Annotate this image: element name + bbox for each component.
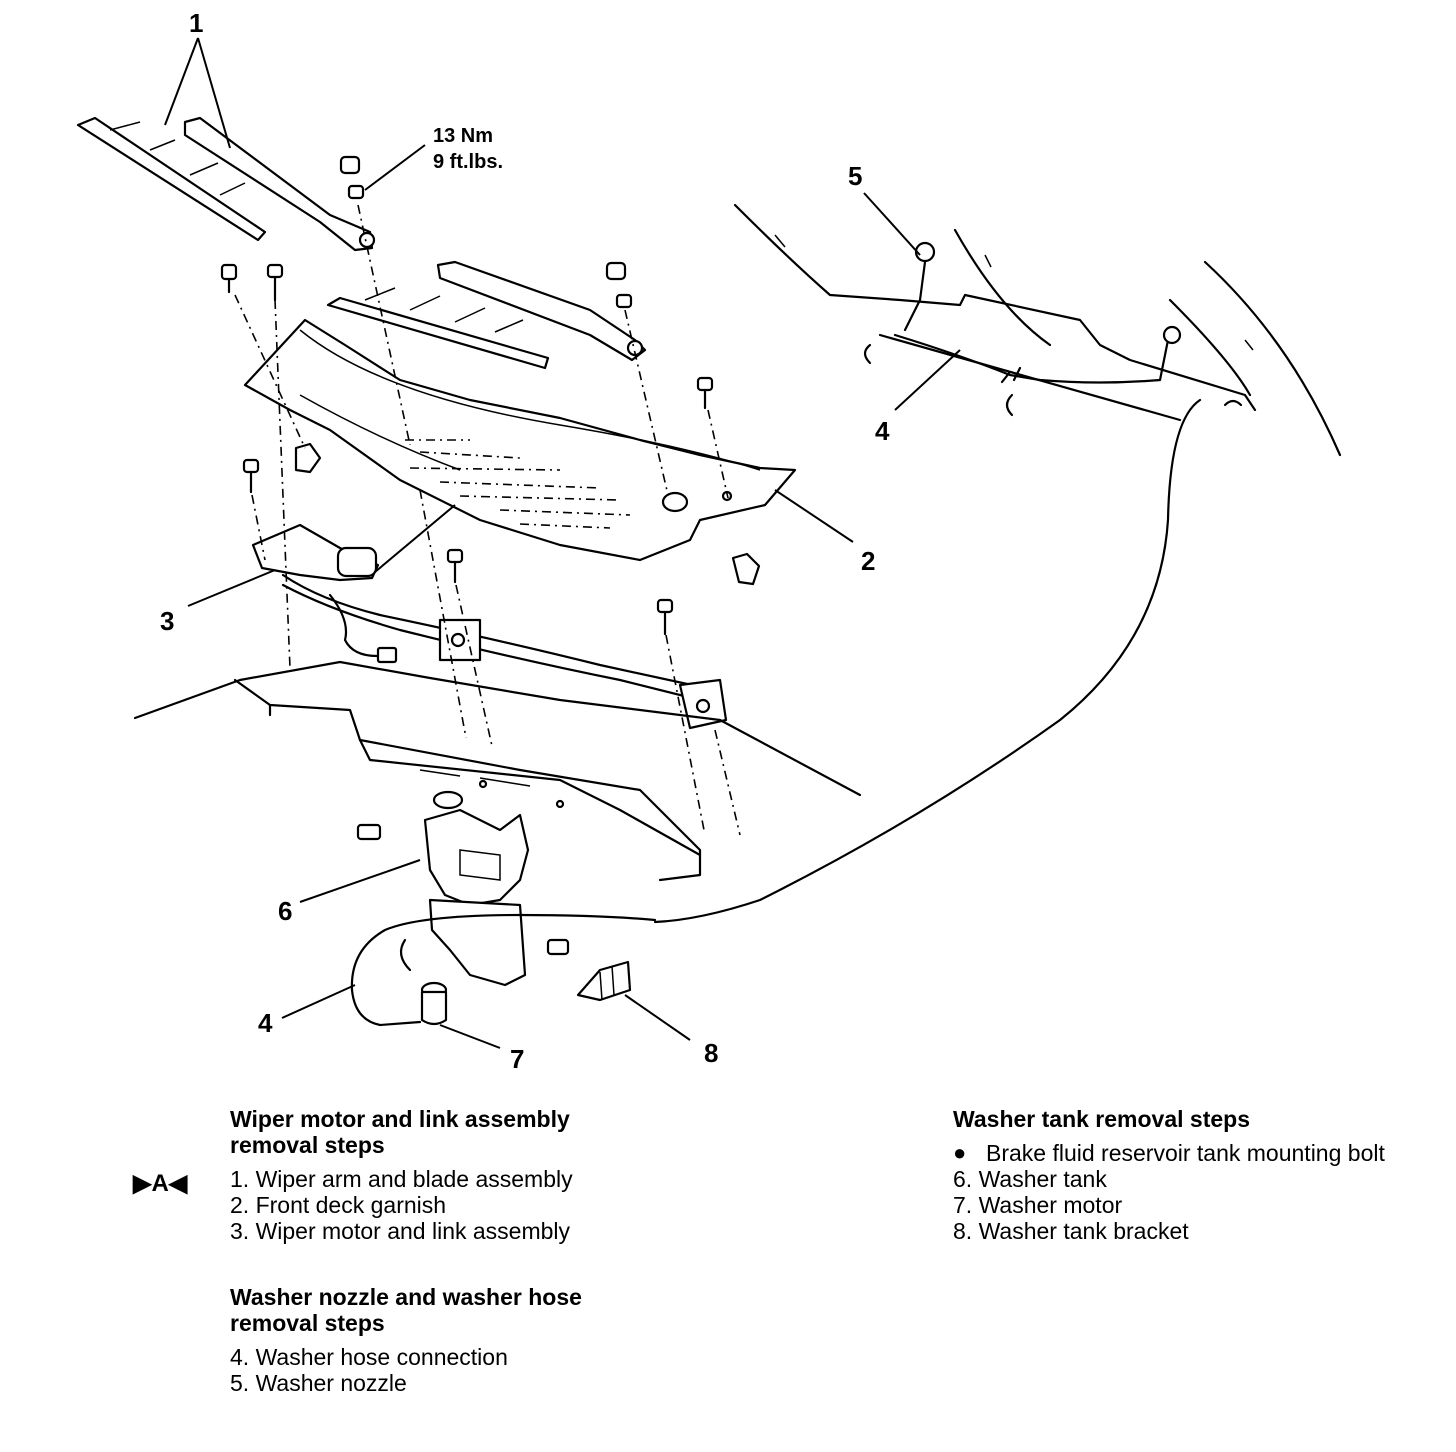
torque-spec-ftlbs: 9 ft.lbs. — [433, 151, 503, 173]
callout-4-bottom: 4 — [258, 1008, 273, 1038]
washer-motor — [399, 938, 448, 1026]
tank-steps-title: Washer tank removal steps — [953, 1106, 1250, 1132]
nozzle-steps-list: 4. Washer hose connection 5. Washer nozz… — [230, 1344, 680, 1396]
bullet-step-item: ● Brake fluid reservoir tank mounting bo… — [953, 1140, 1443, 1166]
step-item: 2. Front deck garnish — [230, 1192, 447, 1218]
tank-steps-list: ● Brake fluid reservoir tank mounting bo… — [953, 1140, 1443, 1244]
wiper-steps-list: 1. Wiper arm and blade assembly 2. Front… — [230, 1166, 680, 1244]
wiper-removal-steps: Wiper motor and link assembly removal st… — [230, 1106, 680, 1244]
callout-4-top: 4 — [875, 416, 890, 446]
torque-spec-nm: 13 Nm — [433, 125, 493, 147]
wiper-steps-title: Wiper motor and link assembly removal st… — [230, 1106, 680, 1158]
wiper-steps-title-line2: removal steps — [230, 1132, 385, 1158]
front-deck-garnish — [243, 318, 797, 586]
screws — [220, 263, 714, 636]
step-item: 5. Washer nozzle — [230, 1370, 407, 1396]
washer-nozzle-hood — [863, 241, 1243, 417]
wiper-arm-blade-1 — [76, 116, 376, 252]
nozzle-removal-steps: Washer nozzle and washer hose removal st… — [230, 1284, 680, 1396]
exploded-parts-diagram: 1 2 3 4 4 5 6 7 8 13 Nm 9 ft.lbs. — [76, 8, 1342, 1074]
wiper-steps-title-line1: Wiper motor and link assembly — [230, 1106, 570, 1132]
washer-hose-lower — [350, 913, 657, 1027]
bullet-step-text: Brake fluid reservoir tank mounting bolt — [986, 1140, 1385, 1166]
step-item: 1. Wiper arm and blade assembly — [230, 1166, 573, 1192]
nozzle-steps-title-line1: Washer nozzle and washer hose — [230, 1284, 582, 1310]
callout-7: 7 — [510, 1044, 524, 1074]
step-item: 8. Washer tank bracket — [953, 1218, 1189, 1244]
callout-3: 3 — [160, 606, 174, 636]
wiper-motor-link — [251, 523, 728, 730]
step-item: 6. Washer tank — [953, 1166, 1107, 1192]
callout-2: 2 — [861, 546, 875, 576]
step-item: 4. Washer hose connection — [230, 1344, 508, 1370]
step-item: 3. Wiper motor and link assembly — [230, 1218, 571, 1244]
bullet-icon: ● — [953, 1140, 967, 1165]
washer-hose — [653, 398, 1202, 924]
nozzle-steps-title-line2: removal steps — [230, 1310, 385, 1336]
step-item: 7. Washer motor — [953, 1192, 1123, 1218]
leader-lines — [164, 37, 961, 1049]
callout-1: 1 — [189, 8, 203, 38]
cowl-body — [133, 660, 862, 882]
alignment-lines — [234, 204, 741, 836]
nozzle-steps-title: Washer nozzle and washer hose removal st… — [230, 1284, 680, 1336]
callout-8: 8 — [704, 1038, 718, 1068]
nut-caps — [339, 155, 633, 309]
callout-6: 6 — [278, 896, 292, 926]
washer-tank — [356, 779, 565, 987]
washer-tank-bracket — [546, 938, 632, 1002]
service-marker-a: ▶A◀ — [133, 1170, 188, 1197]
wiper-arm-blade-2 — [326, 260, 647, 370]
hood-outline — [733, 203, 1342, 457]
tank-removal-steps: Washer tank removal steps ● Brake fluid … — [953, 1106, 1443, 1244]
callout-5: 5 — [848, 161, 862, 191]
